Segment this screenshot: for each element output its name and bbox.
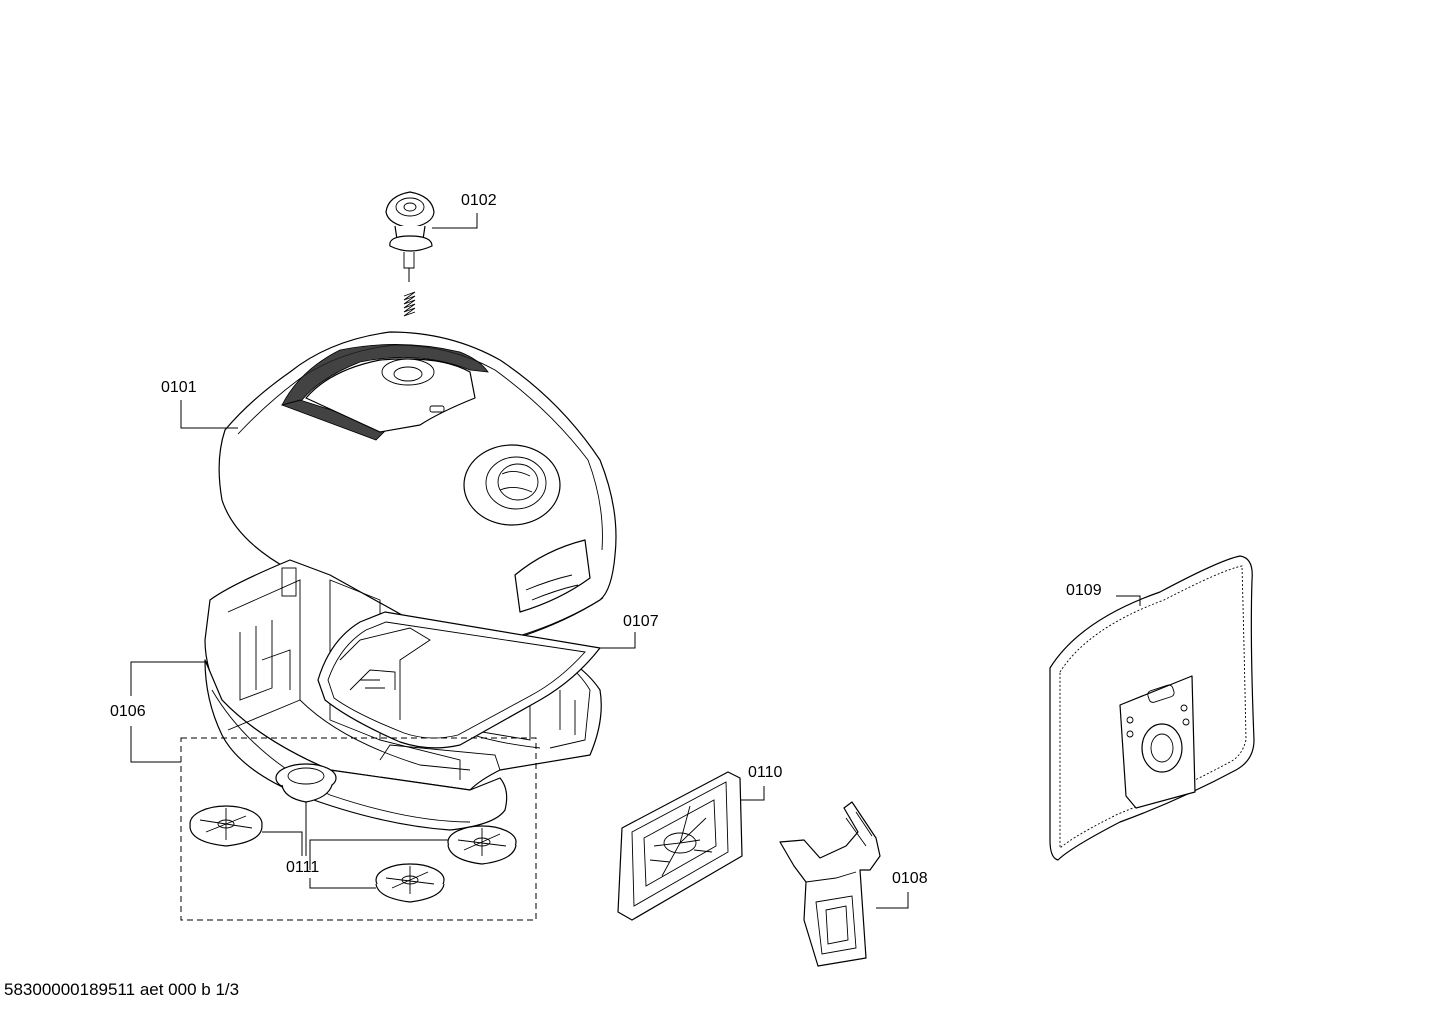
callout-0110: 0110: [748, 764, 783, 781]
part-0111-wheels[interactable]: [189, 763, 517, 903]
leader-lines: [130, 213, 1141, 909]
callout-0107: 0107: [623, 613, 659, 630]
part-0108-bag-holder[interactable]: [779, 801, 881, 967]
callout-0102: 0102: [461, 192, 497, 209]
document-footer-id: 58300000189511 aet 000 b 1/3: [4, 980, 240, 999]
callout-0106: 0106: [110, 703, 146, 720]
part-0109-dust-bag[interactable]: [1049, 555, 1255, 861]
part-0110-filter-frame[interactable]: [617, 771, 743, 921]
callout-0109: 0109: [1066, 582, 1102, 599]
callout-0108: 0108: [892, 870, 928, 887]
callout-0101: 0101: [161, 379, 197, 396]
callout-0111: 0111: [286, 859, 319, 876]
group-outline-0111: [180, 737, 537, 921]
part-0107-gasket[interactable]: [317, 611, 601, 749]
part-0102-valve[interactable]: [385, 191, 435, 317]
part-0101-top-cover[interactable]: [218, 331, 617, 642]
